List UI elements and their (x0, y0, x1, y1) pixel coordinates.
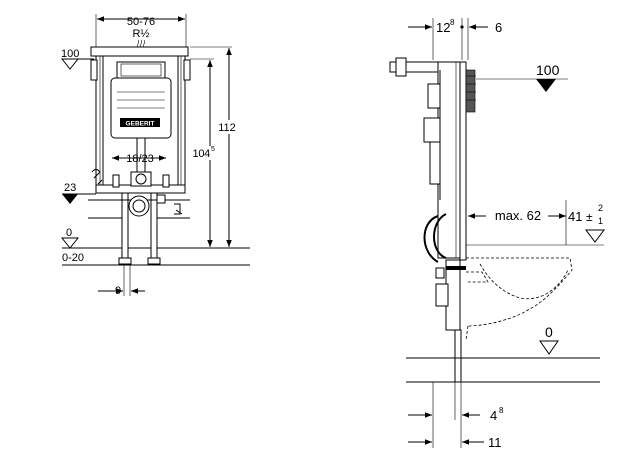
brand-label: GEBERIT (126, 121, 155, 128)
height-104-sup: 5 (211, 146, 215, 153)
toilet-bowl-outline (466, 257, 573, 327)
level-0-label: 0 (66, 227, 72, 239)
dim-41-sup: 2 (598, 203, 603, 213)
side-level-100-marker (536, 79, 556, 92)
level-100-label: 100 (61, 48, 79, 60)
side-view: 12 8 6 100 max. 62 41 ± 2 (389, 18, 605, 450)
dim-41-sub: 1 (598, 216, 603, 226)
frame-foot (454, 329, 462, 383)
max-62-label: max. 62 (495, 208, 541, 223)
flush-bend (423, 215, 439, 263)
floor-range-label: 0-20 (62, 252, 84, 264)
frame-right-leg (150, 189, 158, 265)
height-104-label: 104 (193, 148, 211, 160)
wall-bracket-icon (174, 203, 183, 215)
dim-12-sup: 8 (450, 18, 455, 27)
dim-12-label: 12 (436, 20, 450, 35)
frame-upright-side (437, 61, 463, 259)
level-23-label: 23 (64, 182, 76, 194)
side-level-0-label: 0 (545, 324, 553, 340)
dim-11-label: 11 (488, 435, 502, 450)
width-range-label: 50-76 (127, 16, 155, 28)
water-valve-icon (91, 169, 103, 185)
frame-left-leg (121, 189, 129, 265)
side-level-0-marker (539, 340, 559, 355)
frame-top-bar (90, 46, 189, 57)
dim-41-label: 41 (568, 209, 582, 224)
dim-41-marker (585, 229, 605, 243)
wall-panel (465, 69, 476, 113)
front-view: 50-76 R½ GEBERIT (60, 14, 250, 297)
brand-plate (120, 118, 160, 127)
height-112-label: 112 (218, 122, 236, 134)
level-100-marker (60, 58, 94, 70)
side-level-100-label: 100 (536, 62, 560, 78)
dim-6-label: 6 (495, 20, 502, 35)
level-23-marker (62, 194, 78, 204)
outlet-range-label: 18/23 (126, 153, 154, 165)
offset-9-label: 9 (115, 285, 121, 297)
dim-4-label: 4 (490, 408, 497, 423)
dim-41-pm: ± (586, 210, 593, 224)
level-0-marker (60, 237, 80, 249)
dim-4-sup: 8 (499, 406, 504, 415)
connection-label: R½ (132, 28, 149, 40)
